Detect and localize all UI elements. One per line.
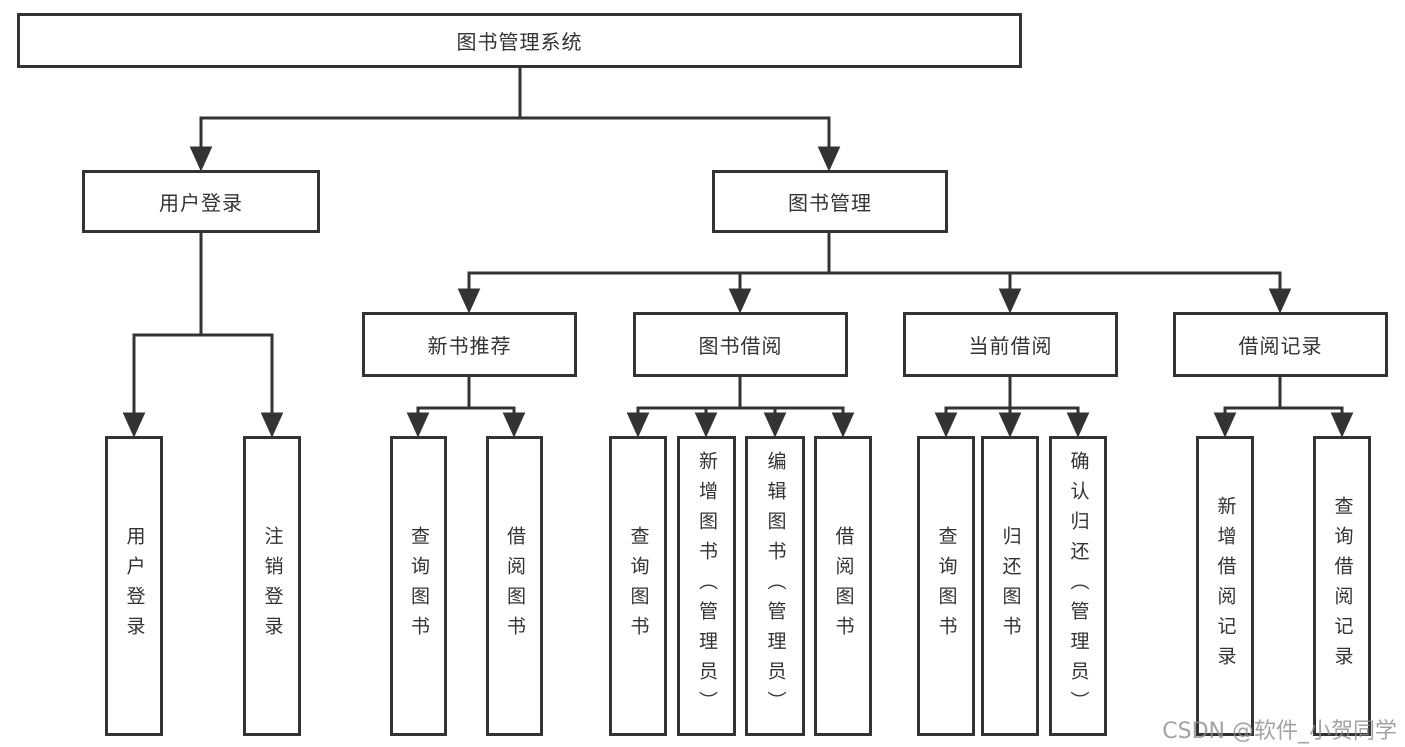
new-book-recommend-branch-connector [406,375,526,438]
arrow-down-icon [189,146,213,172]
current-borrow-branch-connector [934,375,1090,438]
leaf-cb-query-books: 查询图书 [917,436,975,736]
arrow-down-icon [694,412,718,438]
leaf-user-login: 用户登录 [105,436,163,736]
leaf-nbr-query-books: 查询图书 [390,436,447,736]
leaf-logout: 注销登录 [243,436,301,736]
node-label: 图书管理 [788,191,872,215]
node-user-login: 用户登录 [82,170,320,233]
node-book-management: 图书管理 [712,170,948,233]
node-label: 查询借阅记录 [1331,496,1354,676]
arrow-down-icon [457,288,481,314]
borrow-records-branch-connector [1213,375,1354,438]
node-label: 图书借阅 [698,334,783,358]
arrow-down-icon [831,412,855,438]
node-label: 确认归还（管理员） [1067,451,1090,721]
node-new-book-recommend: 新书推荐 [362,312,577,377]
leaf-bb-query-books: 查询图书 [609,436,667,736]
user-login-branch-connector [122,231,284,438]
node-label: 借阅图书 [832,526,855,646]
arrow-down-icon [998,288,1022,314]
leaf-cb-return-books: 归还图书 [981,436,1039,736]
node-label: 当前借阅 [968,334,1053,358]
arrow-down-icon [626,412,650,438]
arrow-down-icon [1268,288,1292,314]
node-label: 查询图书 [408,526,430,646]
arrow-down-icon [502,412,526,438]
book-borrow-branch-connector [626,375,855,438]
node-label: 新书推荐 [427,334,512,358]
node-book-borrow: 图书借阅 [633,312,848,377]
arrow-down-icon [998,412,1022,438]
arrow-down-icon [406,412,430,438]
arrow-down-icon [1330,412,1354,438]
leaf-br-query-record: 查询借阅记录 [1313,436,1371,736]
node-label: 归还图书 [999,526,1022,646]
leaf-bb-borrow-books: 借阅图书 [814,436,872,736]
arrow-down-icon [1066,412,1090,438]
node-label: 借阅记录 [1238,334,1323,358]
node-label: 新增借阅记录 [1214,496,1237,676]
node-current-borrow: 当前借阅 [903,312,1118,377]
arrow-down-icon [728,288,752,314]
arrow-down-icon [122,412,146,438]
arrow-down-icon [934,412,958,438]
watermark: CSDN @软件_小贺同学 [1162,719,1397,744]
node-label: 用户登录 [159,191,243,215]
node-borrow-records: 借阅记录 [1173,312,1388,377]
arrow-down-icon [260,412,284,438]
node-label: 借阅图书 [504,526,526,646]
node-label: 用户登录 [123,526,146,646]
leaf-bb-edit-books-admin: 编辑图书（管理员） [745,436,805,736]
node-label: 新增图书（管理员） [696,451,718,721]
node-root: 图书管理系统 [17,13,1022,68]
leaf-bb-add-books-admin: 新增图书（管理员） [677,436,736,736]
node-label: 编辑图书（管理员） [764,451,787,721]
node-label: 注销登录 [261,526,284,646]
arrow-down-icon [763,412,787,438]
book-management-branch-connector [457,231,1292,314]
arrow-down-icon [817,146,841,172]
leaf-nbr-borrow-books: 借阅图书 [486,436,543,736]
leaf-br-add-record: 新增借阅记录 [1196,436,1254,736]
leaf-cb-confirm-return-admin: 确认归还（管理员） [1049,436,1107,736]
arrow-down-icon [1213,412,1237,438]
node-label: 查询图书 [627,526,650,646]
node-label: 查询图书 [935,526,958,646]
root-branch-connector [189,66,841,172]
node-label: 图书管理系统 [456,30,583,54]
